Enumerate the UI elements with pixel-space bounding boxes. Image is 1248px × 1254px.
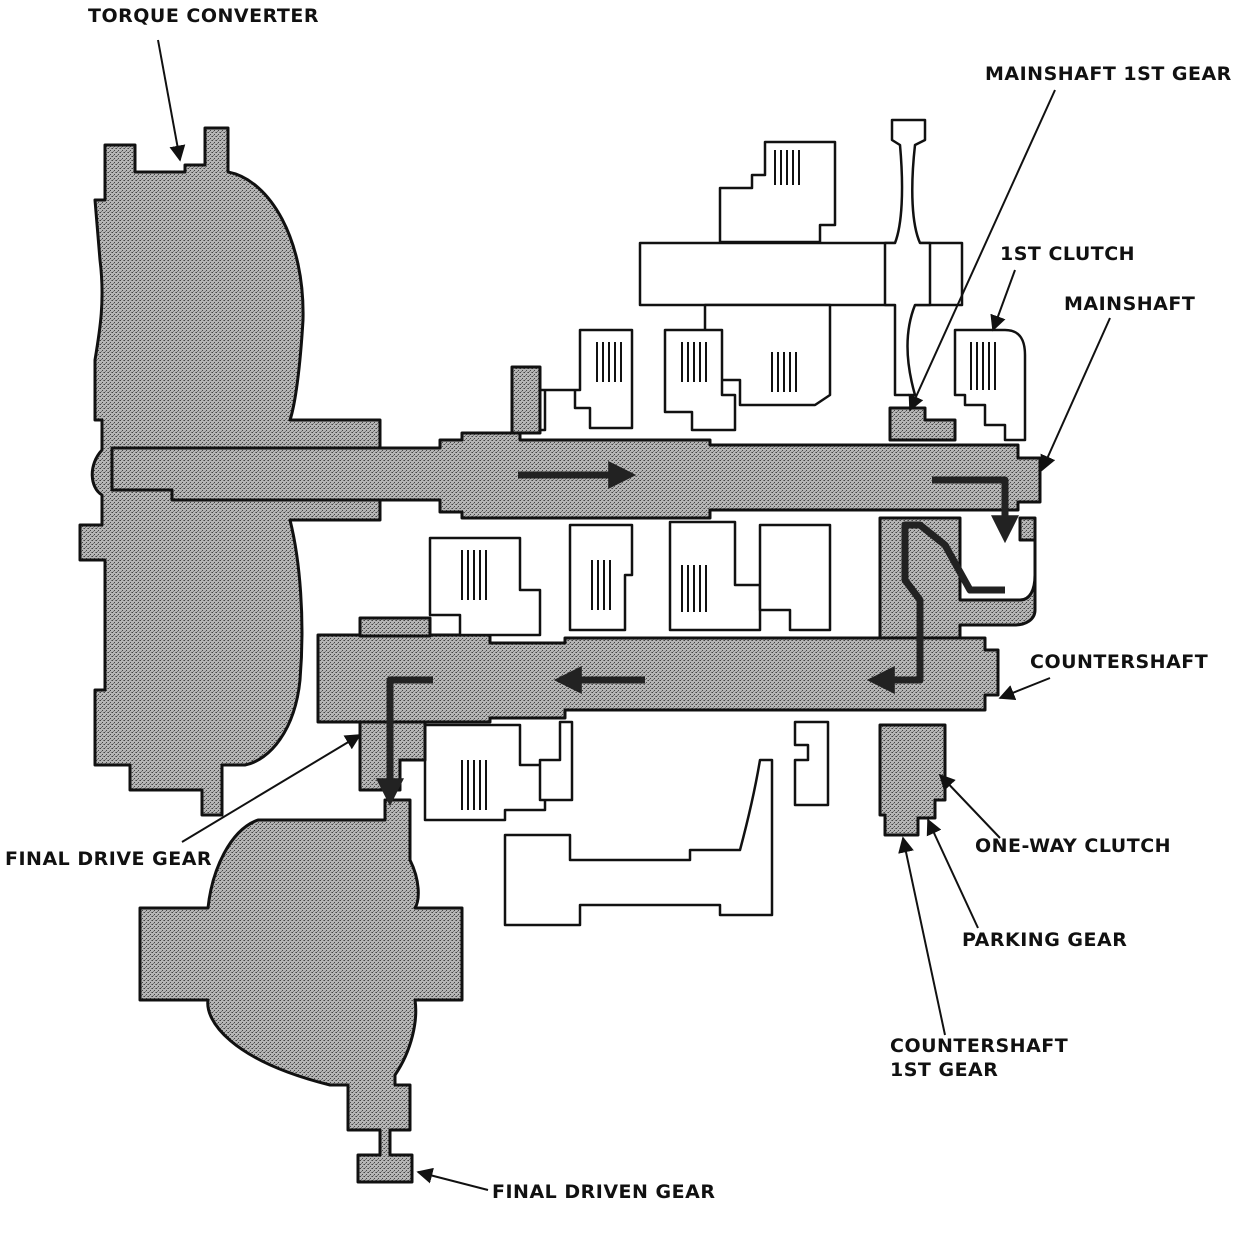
idler-gear <box>883 118 932 397</box>
countershaft-clutch-b-plates <box>591 560 611 610</box>
countershaft-gear-d <box>758 523 832 632</box>
leader-torque-converter <box>157 39 186 162</box>
leader-final-driven-gear <box>416 1167 489 1191</box>
mainshaft-clutch-a <box>538 328 634 432</box>
leader-1st-clutch <box>990 269 1016 332</box>
label-1st-clutch: 1ST CLUTCH <box>1000 243 1135 265</box>
countershaft-clutch-a-plates <box>461 550 487 600</box>
flow-arrow-right-drop <box>932 476 1019 544</box>
label-torque-converter: TORQUE CONVERTER <box>88 5 319 27</box>
label-countershaft-1st-gear-line2: 1ST GEAR <box>890 1059 998 1081</box>
flow-arrow-1st-gear <box>866 521 1005 694</box>
leader-mainshaft-1st-gear <box>908 89 1056 412</box>
label-countershaft-1st-gear-line1: COUNTERSHAFT <box>890 1035 1068 1057</box>
label-final-driven-gear: FINAL DRIVEN GEAR <box>492 1181 715 1203</box>
leader-final-drive-gear <box>181 734 362 843</box>
flow-arrow-final-drive <box>376 676 433 807</box>
one-way-clutch-parking-gear <box>878 723 947 837</box>
mainshaft-1st-gear <box>888 406 957 442</box>
label-one-way-clutch: ONE-WAY CLUTCH <box>975 835 1171 857</box>
differential <box>138 798 464 1184</box>
upper-clutch-plates <box>774 150 800 185</box>
leader-one-way-clutch <box>938 773 1001 839</box>
label-mainshaft-1st-gear: MAINSHAFT 1ST GEAR <box>985 63 1232 85</box>
middle-clutch-plates <box>771 352 797 392</box>
lower-gear-c <box>793 720 830 807</box>
label-countershaft: COUNTERSHAFT <box>1030 651 1208 673</box>
clutch-b-plates <box>681 342 707 382</box>
countershaft-clutch-c-plates <box>681 565 707 612</box>
mainshaft-hub <box>510 365 542 435</box>
upper-clutch-drum <box>718 140 837 244</box>
leader-parking-gear <box>926 818 979 929</box>
label-final-drive-gear: FINAL DRIVE GEAR <box>5 848 212 870</box>
leader-countershaft-1st-gear <box>898 836 946 1036</box>
label-mainshaft: MAINSHAFT <box>1064 293 1195 315</box>
middle-clutch-drum <box>703 303 832 407</box>
countershaft-clutch-b <box>568 523 634 632</box>
label-parking-gear: PARKING GEAR <box>962 929 1127 951</box>
lower-clutch-plates <box>461 760 487 810</box>
clutch-a-plates <box>596 342 622 382</box>
countershaft <box>316 633 1000 724</box>
countershaft-left-hub <box>358 616 432 638</box>
reverse-idler-assembly <box>503 758 774 927</box>
countershaft-clutch-c <box>668 520 762 632</box>
first-clutch-plates <box>970 342 996 390</box>
leader-countershaft <box>998 677 1051 701</box>
leader-mainshaft <box>1040 317 1111 472</box>
lower-gear-b <box>538 720 574 802</box>
